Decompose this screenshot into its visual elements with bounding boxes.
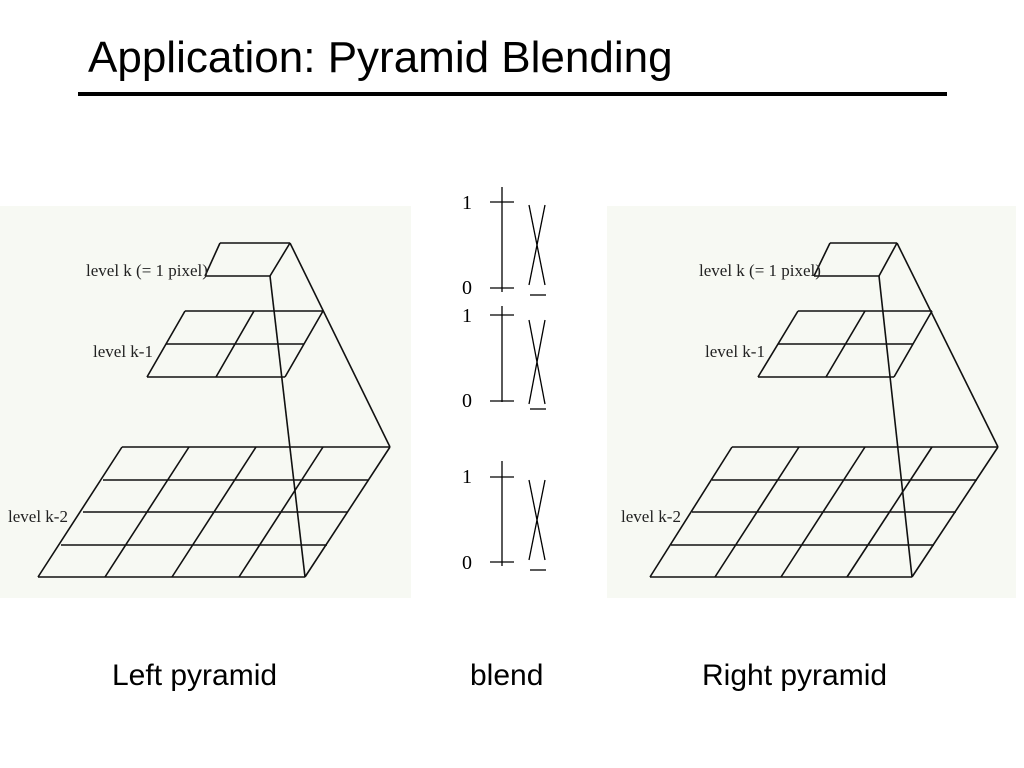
slide-title: Application: Pyramid Blending — [88, 33, 673, 82]
left-pyramid-diagram: level k (= 1 pixel) level k-1 level k-2 — [8, 242, 391, 578]
right-label-level-k: level k (= 1 pixel) — [699, 261, 821, 280]
right-projection-lines — [878, 242, 999, 578]
left-label-level-k: level k (= 1 pixel) — [86, 261, 208, 280]
left-pyramid-caption: Left pyramid — [112, 659, 278, 692]
left-pyramid-panel: level k (= 1 pixel) level k-1 level k-2 — [0, 206, 411, 598]
right-pyramid-diagram: level k (= 1 pixel) level k-1 level k-2 — [621, 242, 999, 578]
blend-scale-1-top: 1 — [462, 192, 472, 214]
left-label-level-k1: level k-1 — [93, 342, 153, 361]
right-pyramid-caption: Right pyramid — [702, 659, 888, 692]
blend-scale-3: 1 0 — [462, 461, 546, 574]
left-projection-lines — [269, 242, 391, 578]
blend-weight-diagram: 1 0 1 0 1 0 — [462, 187, 546, 574]
left-level-k1-grid — [146, 310, 324, 378]
blend-scale-2: 1 0 — [462, 305, 546, 412]
title-underline — [78, 92, 947, 96]
right-label-level-k2: level k-2 — [621, 507, 681, 526]
blend-scale-2-top: 1 — [462, 305, 472, 327]
blend-scale-3-top: 1 — [462, 466, 472, 488]
blend-scale-1: 1 0 — [462, 187, 546, 299]
blend-scale-2-bottom: 0 — [462, 390, 472, 412]
left-level-k2-grid — [37, 446, 391, 578]
blend-scale-1-bottom: 0 — [462, 277, 472, 299]
blend-caption: blend — [470, 659, 544, 692]
blend-scale-3-bottom: 0 — [462, 552, 472, 574]
left-label-level-k2: level k-2 — [8, 507, 68, 526]
right-level-k-cell — [813, 242, 898, 277]
right-level-k1-grid — [757, 310, 933, 378]
left-level-k-cell — [204, 242, 291, 277]
right-pyramid-panel: level k (= 1 pixel) level k-1 level k-2 — [607, 206, 1016, 598]
right-level-k2-grid — [649, 446, 999, 578]
right-label-level-k1: level k-1 — [705, 342, 765, 361]
